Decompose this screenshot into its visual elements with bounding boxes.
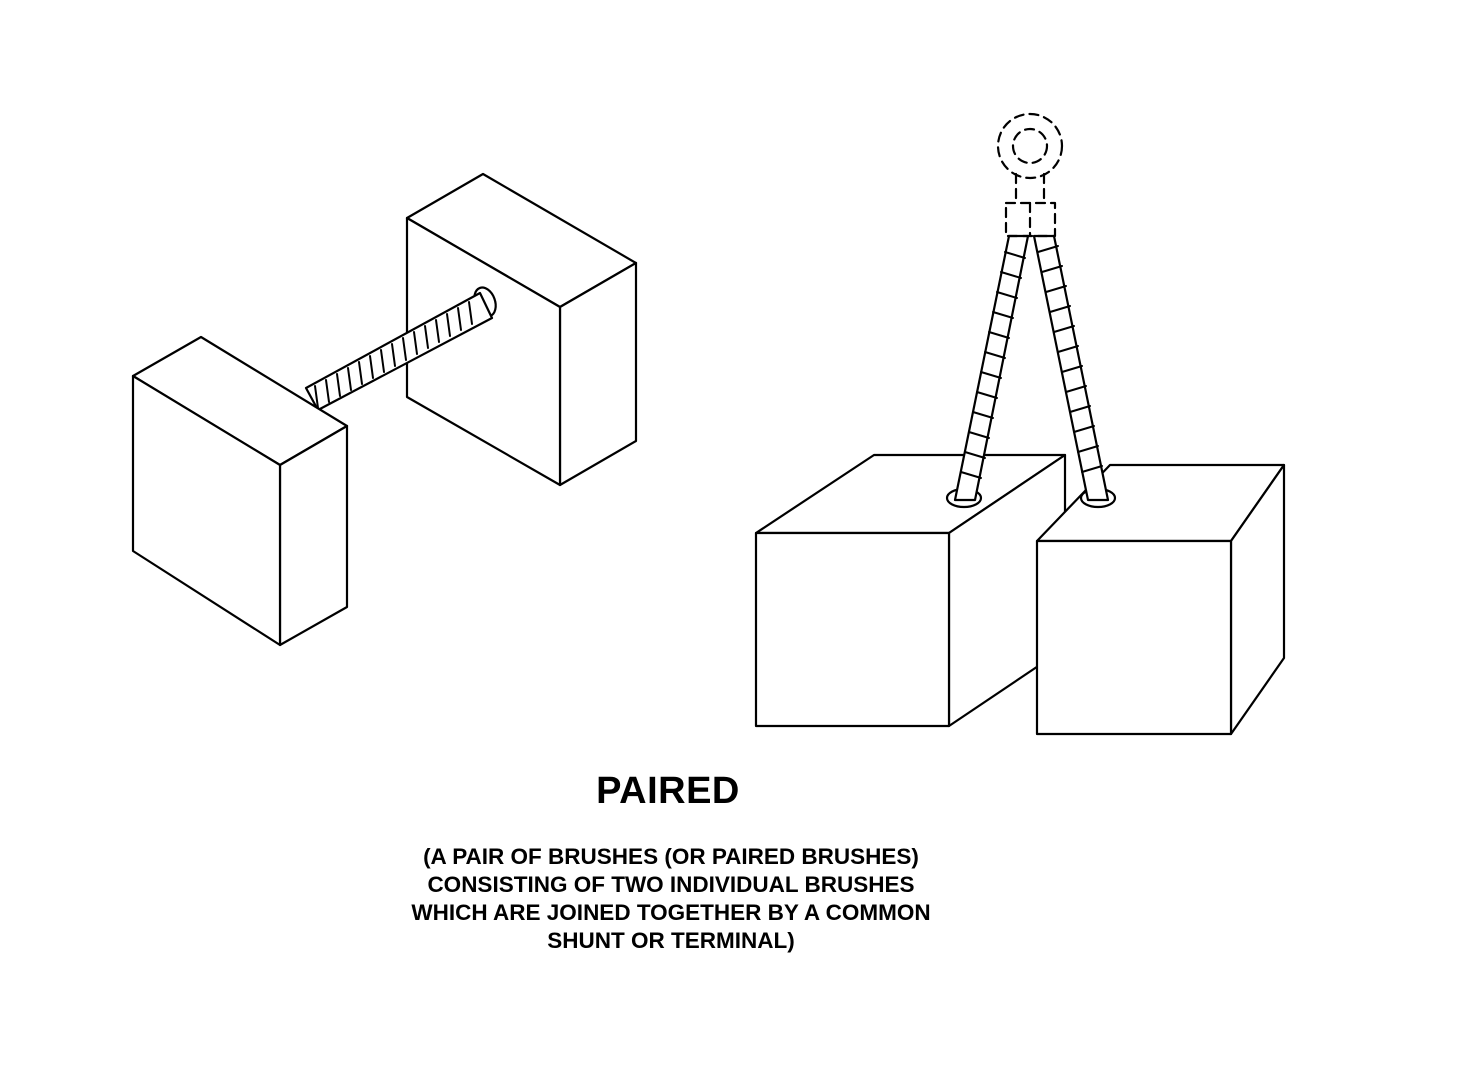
right-braided-shunt-left <box>953 234 1030 502</box>
description-line: CONSISTING OF TWO INDIVIDUAL BRUSHES <box>427 872 915 897</box>
left-small-brush <box>131 335 349 647</box>
figure-description: (A PAIR OF BRUSHES (OR PAIRED BRUSHES) C… <box>330 843 1012 955</box>
right-brush-left <box>754 453 1067 728</box>
description-line: SHUNT OR TERMINAL) <box>547 928 795 953</box>
common-terminal <box>996 112 1064 238</box>
description-line: (A PAIR OF BRUSHES (OR PAIRED BRUSHES) <box>423 844 919 869</box>
left-large-brush <box>405 172 638 487</box>
right-brush-right <box>1035 463 1286 736</box>
figure-title: PAIRED <box>596 770 740 812</box>
left-braided-shunt <box>304 291 494 412</box>
description-line: WHICH ARE JOINED TOGETHER BY A COMMON <box>411 900 931 925</box>
